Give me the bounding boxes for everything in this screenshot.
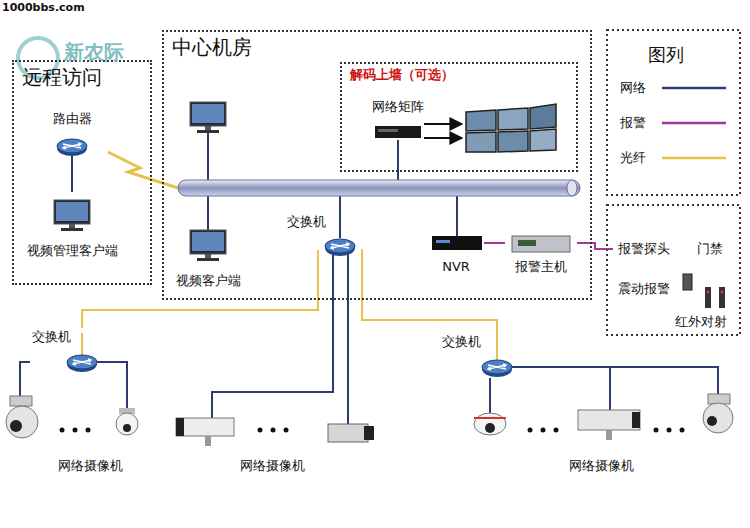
bullet-camera <box>578 410 640 440</box>
fiber-stubs <box>82 249 497 360</box>
device-label: 门禁 <box>697 241 723 257</box>
arrows <box>424 124 462 138</box>
network-matrix: 网络矩阵 <box>362 98 434 144</box>
alarm-device: 红外对射 <box>668 312 734 332</box>
watermark: 1000bbs.com <box>2 1 85 14</box>
remote-region: 路由器视频管理客户端 远程访问 <box>12 60 152 285</box>
monitor-icon <box>190 102 226 133</box>
decode-region: 网络矩阵 解码上墙（可选） <box>340 62 578 172</box>
wireless-bolt <box>108 152 178 188</box>
legend-row: 报警 <box>620 115 730 131</box>
monitor-icon <box>190 230 226 261</box>
switch-icon <box>67 355 97 372</box>
device-label: NVR <box>442 259 470 275</box>
legend-text: 网络 <box>620 80 660 96</box>
connector <box>484 242 505 244</box>
device-label: 视频管理客户端 <box>27 243 118 259</box>
ellipsis-dots <box>60 428 685 433</box>
nvr-icon <box>432 236 482 250</box>
legend-box <box>607 30 740 195</box>
legend-line <box>660 118 730 128</box>
camera-group: 网络摄像机 <box>6 385 174 475</box>
connector <box>362 263 497 333</box>
legend-row: 光纤 <box>620 150 730 166</box>
alarm-host: 报警主机 <box>505 232 577 276</box>
bus-lines <box>20 133 718 424</box>
switch: 交换机 <box>30 328 108 373</box>
device-label: 网络摄像机 <box>58 458 123 474</box>
legend-row: 网络 <box>620 80 730 96</box>
legend-text: 光纤 <box>620 150 660 166</box>
switch-icon <box>482 360 512 377</box>
switch: 交换机 <box>285 213 373 263</box>
device-label: 网络矩阵 <box>372 99 424 115</box>
matrix-icon <box>375 126 421 138</box>
network-bus <box>178 180 580 196</box>
connector <box>71 162 73 192</box>
client-pc: 视频客户端 <box>168 226 248 290</box>
switch-icon <box>325 239 355 256</box>
alarm-device: 报警探头 <box>613 238 675 260</box>
device-label: 路由器 <box>53 111 92 127</box>
device-label: 红外对射 <box>675 314 727 330</box>
router-icon <box>57 139 87 156</box>
device-label: 报警主机 <box>515 259 567 275</box>
device-label: 网络摄像机 <box>240 458 305 474</box>
switch: 交换机 <box>440 333 518 378</box>
nvr: NVR <box>428 232 484 276</box>
bullet-camera <box>176 418 234 446</box>
connector <box>20 362 30 385</box>
device-label: 交换机 <box>32 329 71 345</box>
alarm-host-icon <box>512 236 570 252</box>
box-camera <box>328 424 374 442</box>
device-label: 交换机 <box>442 334 481 350</box>
dome-camera <box>474 413 506 435</box>
connector <box>82 263 318 328</box>
video-wall <box>466 104 556 152</box>
device-label: 报警探头 <box>618 241 670 257</box>
device-label: 交换机 <box>287 214 326 230</box>
legend-line <box>660 153 730 163</box>
alarm-device: 门禁 <box>690 238 730 260</box>
connector <box>489 378 491 392</box>
device-label: 视频客户端 <box>176 273 241 289</box>
connector <box>347 263 349 398</box>
dome-camera <box>116 408 138 435</box>
alarm-device: 震动报警 <box>613 278 675 300</box>
alarm-devices <box>683 274 725 308</box>
device-label: 震动报警 <box>618 281 670 297</box>
legend-title: 图列 <box>648 44 684 66</box>
region-title: 中心机房 <box>172 35 252 59</box>
ptz-camera <box>703 394 733 433</box>
alarm-box <box>607 205 740 335</box>
watermark: 新农际 <box>64 40 124 64</box>
camera-group: 网络摄像机 <box>460 392 742 475</box>
device-label: 网络摄像机 <box>569 458 634 474</box>
machine-room: 网络矩阵 解码上墙（可选） 视频客户端 交换机 NVR 报警主机 中心机房 <box>162 30 592 300</box>
monitor-icon <box>54 200 90 231</box>
region-title: 远程访问 <box>22 65 102 89</box>
camera-group: 网络摄像机 <box>172 398 372 475</box>
connector <box>577 243 613 249</box>
region-title: 解码上墙（可选） <box>350 67 454 83</box>
legend-line <box>660 83 730 93</box>
ptz-camera <box>6 396 38 438</box>
router: 路由器 <box>40 110 104 162</box>
legend-text: 报警 <box>620 115 660 131</box>
client-pc: 视频管理客户端 <box>10 192 134 260</box>
